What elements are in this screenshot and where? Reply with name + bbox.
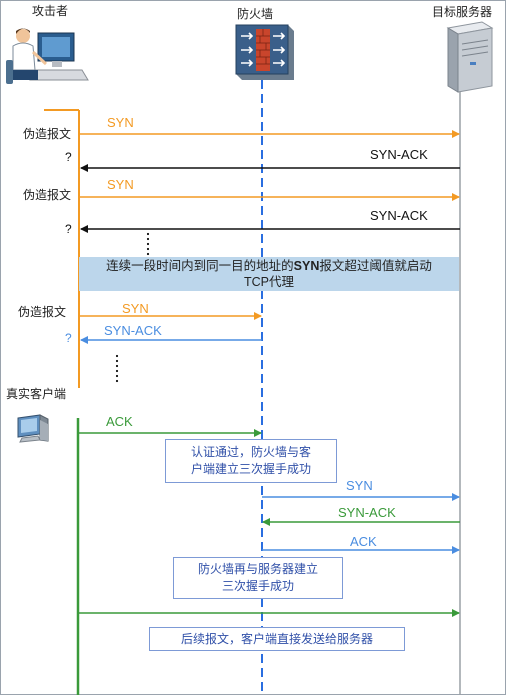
ellipsis-marker-1 (146, 232, 150, 256)
threshold-note-prefix: 连续一段时间内到同一目的地址的 (106, 259, 294, 273)
client-label: 真实客户端 (6, 387, 67, 401)
unknown-mark-2: ? (65, 222, 72, 236)
msg-label-synack-server: SYN-ACK (338, 505, 396, 520)
subsequent-traffic-note: 后续报文，客户端直接发送给服务器 (149, 627, 405, 651)
msg-label-ack-fw: ACK (350, 534, 377, 549)
threshold-note-line2: TCP代理 (243, 275, 294, 289)
client-computer-icon (17, 414, 49, 443)
msg-label-syn-2: SYN (107, 177, 134, 192)
msg-label-synack-1: SYN-ACK (370, 147, 428, 162)
threshold-note-suffix: 报文超过阈值就启动 (319, 259, 432, 273)
auth-note-line2: 户端建立三次握手成功 (190, 462, 311, 476)
forged-packet-label-2: 伪造报文 (23, 188, 72, 202)
unknown-mark-3: ? (65, 331, 72, 345)
auth-success-note: 认证通过，防火墙与客 户端建立三次握手成功 (165, 439, 337, 483)
threshold-note-syn: SYN (293, 259, 320, 273)
subsequent-note-text: 后续报文，客户端直接发送给服务器 (180, 632, 373, 646)
msg-label-synack-3: SYN-ACK (104, 323, 162, 338)
msg-label-ack-client: ACK (106, 414, 133, 429)
server-note-line2: 三次握手成功 (221, 579, 294, 593)
attacker-label: 攻击者 (32, 4, 69, 18)
msg-label-synack-2: SYN-ACK (370, 208, 428, 223)
server-icon (446, 21, 494, 93)
server-label: 目标服务器 (432, 5, 493, 19)
server-handshake-note: 防火墙再与服务器建立 三次握手成功 (173, 557, 343, 599)
forged-packet-label-1: 伪造报文 (23, 127, 72, 141)
msg-label-syn-3: SYN (122, 301, 149, 316)
auth-note-line1: 认证通过，防火墙与客 (190, 445, 311, 459)
msg-label-syn-1: SYN (107, 115, 134, 130)
threshold-note: 连续一段时间内到同一目的地址的SYN报文超过阈值就启动 TCP代理 (79, 257, 459, 291)
forged-packet-label-3: 伪造报文 (18, 305, 67, 319)
attacker-computer-icon (6, 28, 89, 84)
firewall-label: 防火墙 (237, 7, 274, 21)
server-note-line1: 防火墙再与服务器建立 (197, 562, 318, 576)
msg-label-syn-fw: SYN (346, 478, 373, 493)
ellipsis-marker-2 (115, 354, 119, 383)
unknown-mark-1: ? (65, 150, 72, 164)
firewall-icon (235, 24, 294, 80)
